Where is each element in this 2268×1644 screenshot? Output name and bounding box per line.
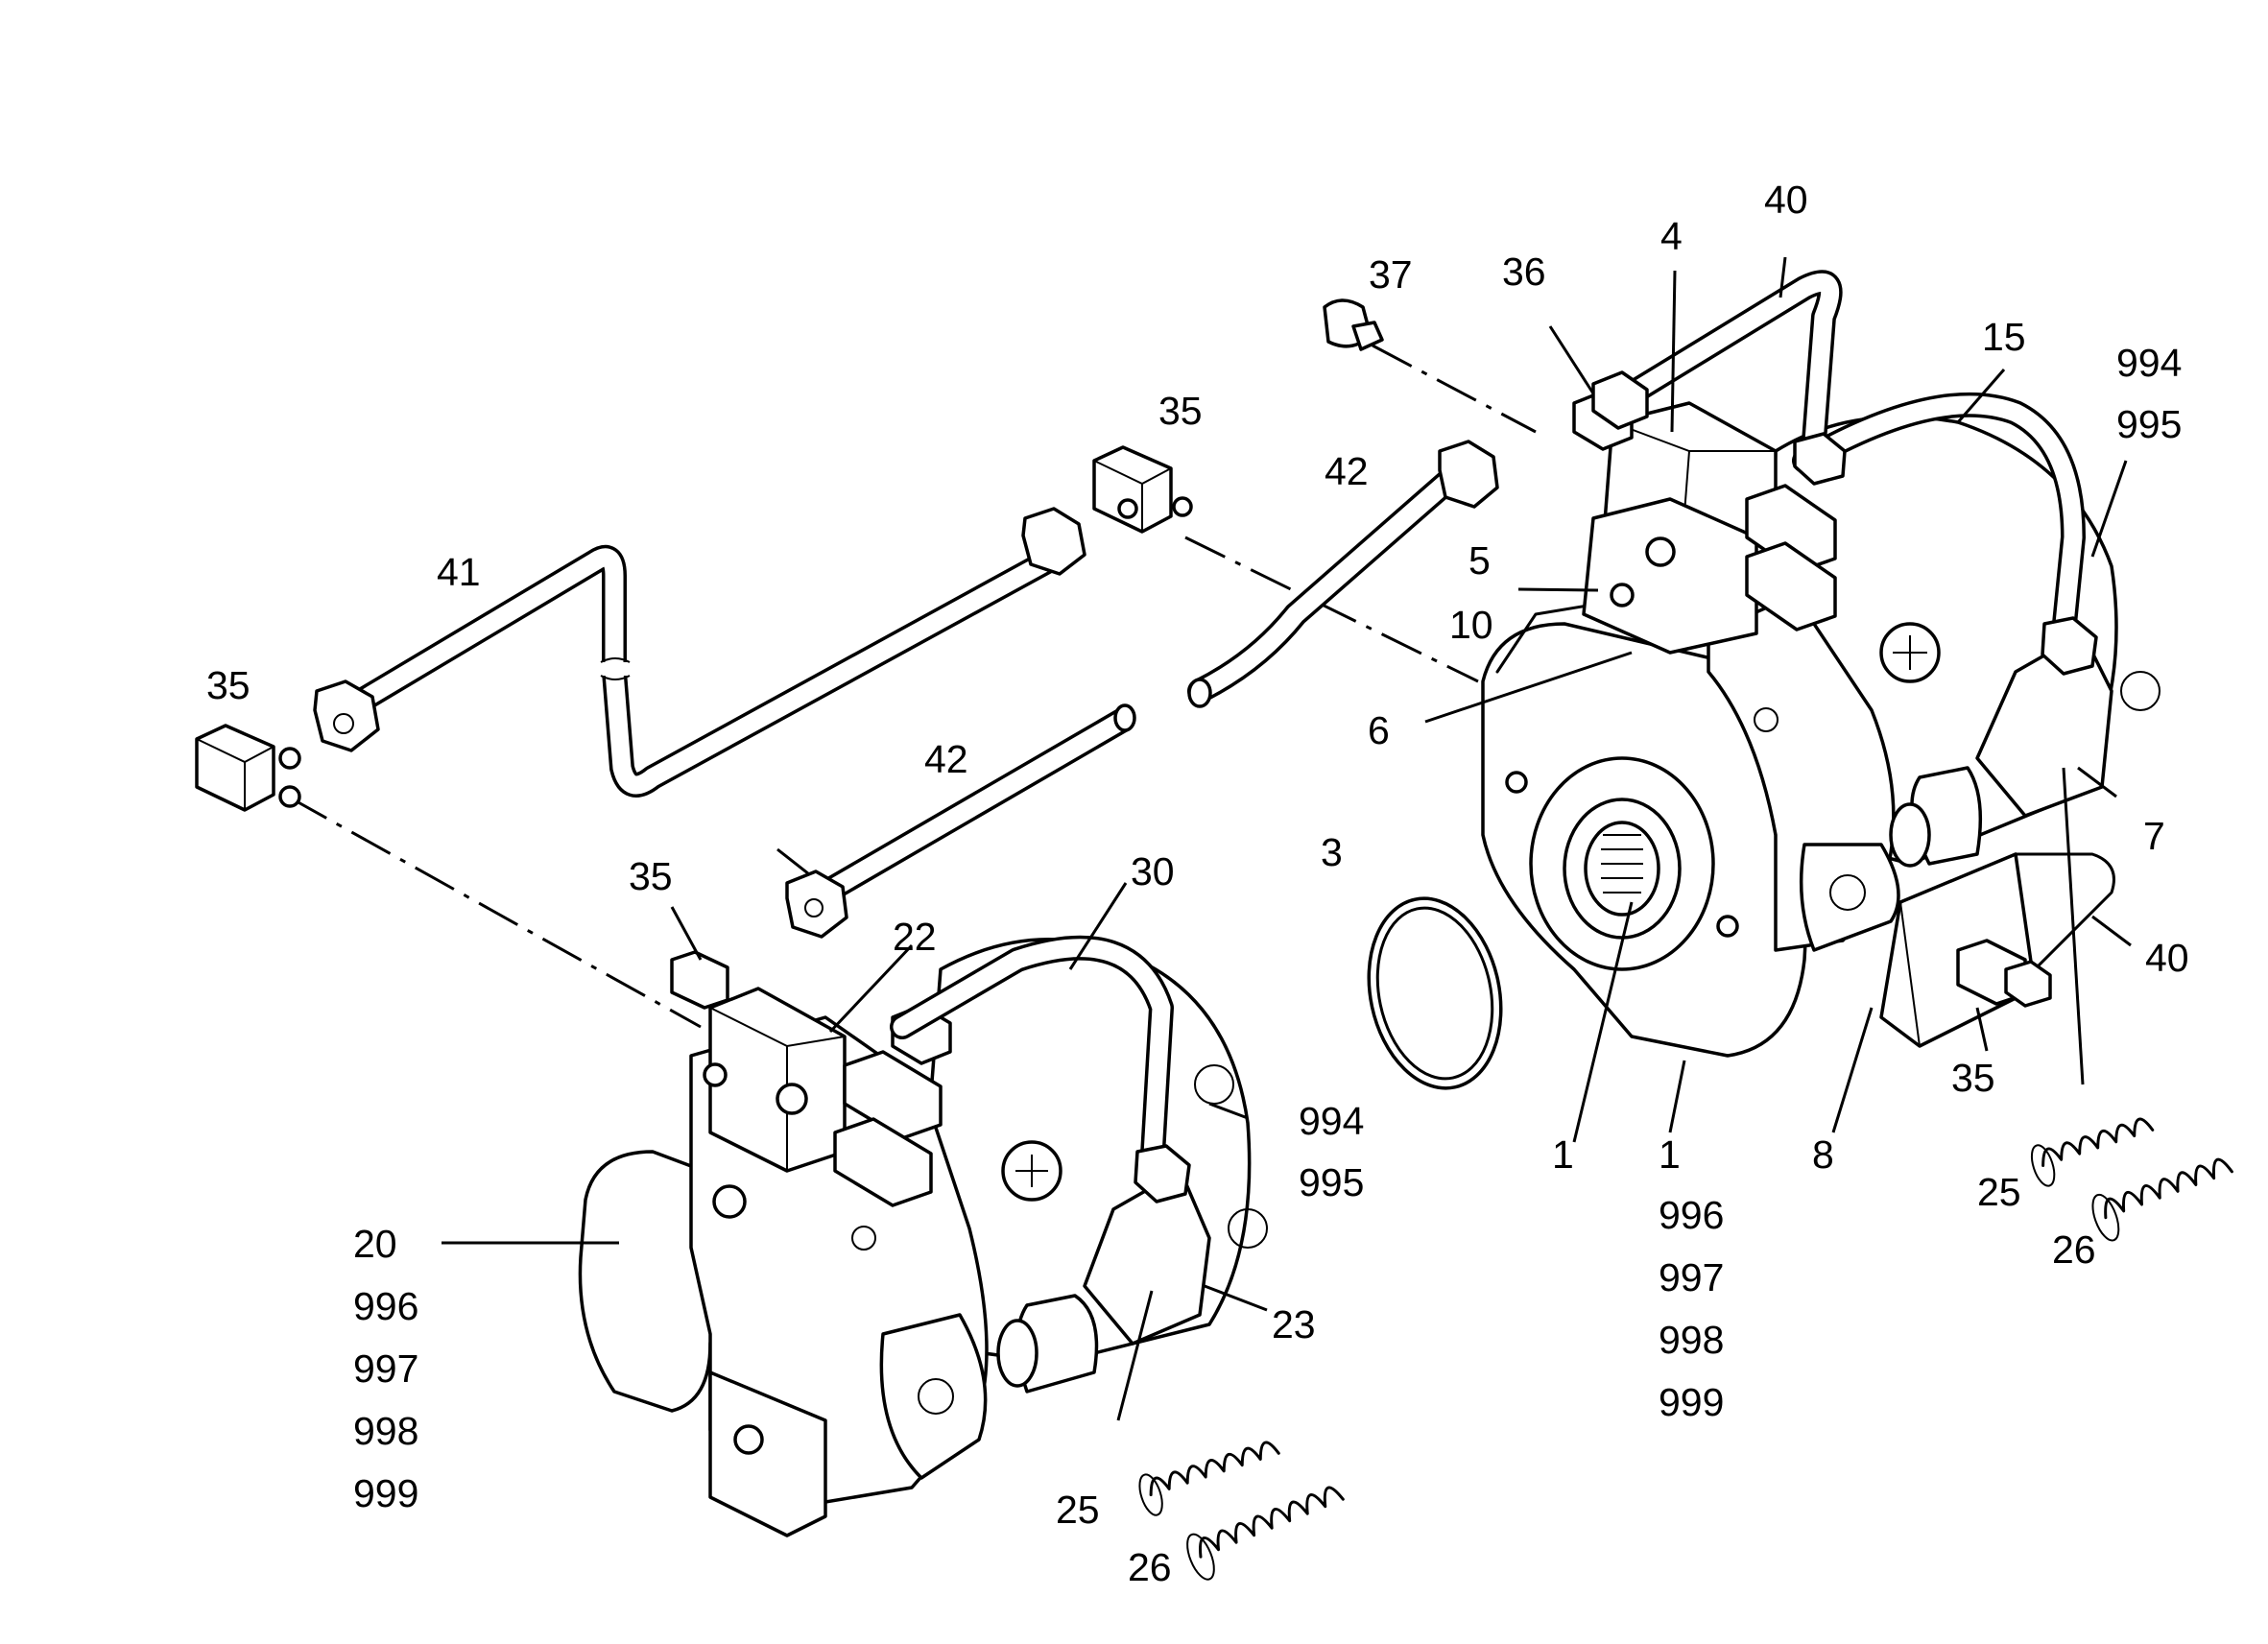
callout-7: 7 xyxy=(2143,814,2165,858)
tube-nut xyxy=(313,679,380,752)
callout-998: 998 xyxy=(1659,1318,1724,1362)
assembly-axis xyxy=(287,795,702,1029)
tube-41 xyxy=(333,544,1068,798)
spring-26 xyxy=(1186,1486,1345,1581)
callout-999: 999 xyxy=(353,1471,418,1515)
tube-nut xyxy=(1021,507,1086,576)
tee-fitting-35 xyxy=(1092,445,1193,534)
callout-1: 1 xyxy=(1659,1132,1681,1177)
callout-996: 996 xyxy=(353,1284,418,1328)
callout-994: 994 xyxy=(1299,1099,1364,1143)
spring-26 xyxy=(2091,1157,2233,1242)
callout-35: 35 xyxy=(1951,1056,1995,1100)
callout-23: 23 xyxy=(1272,1302,1316,1346)
left-pump-assembly xyxy=(578,935,1268,1537)
callout-996: 996 xyxy=(1659,1193,1724,1237)
callout-35: 35 xyxy=(1158,389,1203,433)
callout-997: 997 xyxy=(1659,1255,1724,1299)
callout-42: 42 xyxy=(924,737,968,781)
assembly-axis xyxy=(1372,344,1537,434)
callout-22: 22 xyxy=(893,915,937,959)
callout-41: 41 xyxy=(437,550,481,594)
callout-37: 37 xyxy=(1369,252,1413,297)
callout-995: 995 xyxy=(1299,1160,1364,1204)
callout-3: 3 xyxy=(1321,830,1343,874)
callout-1: 1 xyxy=(1552,1132,1574,1177)
callout-labels: 40 4 36 37 15 994 995 35 42 41 5 10 6 35… xyxy=(206,178,2189,1589)
callout-997: 997 xyxy=(353,1346,418,1391)
callout-6: 6 xyxy=(1368,708,1390,752)
callout-20: 20 xyxy=(353,1222,397,1266)
tube-42 xyxy=(785,703,1136,939)
right-pump-assembly xyxy=(1481,270,2161,1058)
callout-8: 8 xyxy=(1812,1132,1834,1177)
callout-15: 15 xyxy=(1982,315,2026,359)
spring-25 xyxy=(1138,1441,1280,1516)
leader-lines xyxy=(442,256,2132,1421)
callout-5: 5 xyxy=(1468,538,1491,583)
callout-998: 998 xyxy=(353,1409,418,1453)
callout-26: 26 xyxy=(2052,1227,2096,1272)
callout-10: 10 xyxy=(1449,603,1493,647)
callout-36: 36 xyxy=(1502,250,1546,294)
callout-30: 30 xyxy=(1131,849,1175,893)
callout-42: 42 xyxy=(1325,449,1369,493)
plug-37 xyxy=(1323,298,1384,351)
callout-35: 35 xyxy=(629,854,673,898)
assembly-axis xyxy=(1184,536,1479,683)
callout-40: 40 xyxy=(1764,178,1808,222)
callout-995: 995 xyxy=(2116,402,2182,446)
callout-40: 40 xyxy=(2145,936,2189,980)
callout-26: 26 xyxy=(1128,1545,1172,1589)
callout-25: 25 xyxy=(1056,1488,1100,1532)
callout-25: 25 xyxy=(1977,1170,2021,1214)
o-ring-3 xyxy=(1367,896,1503,1090)
spring-25 xyxy=(2030,1117,2155,1187)
callout-994: 994 xyxy=(2116,341,2182,385)
tee-fitting-35 xyxy=(195,724,301,812)
callout-4: 4 xyxy=(1660,214,1683,258)
tube-42 xyxy=(1187,440,1499,708)
callout-35: 35 xyxy=(206,663,251,707)
callout-999: 999 xyxy=(1659,1380,1724,1424)
